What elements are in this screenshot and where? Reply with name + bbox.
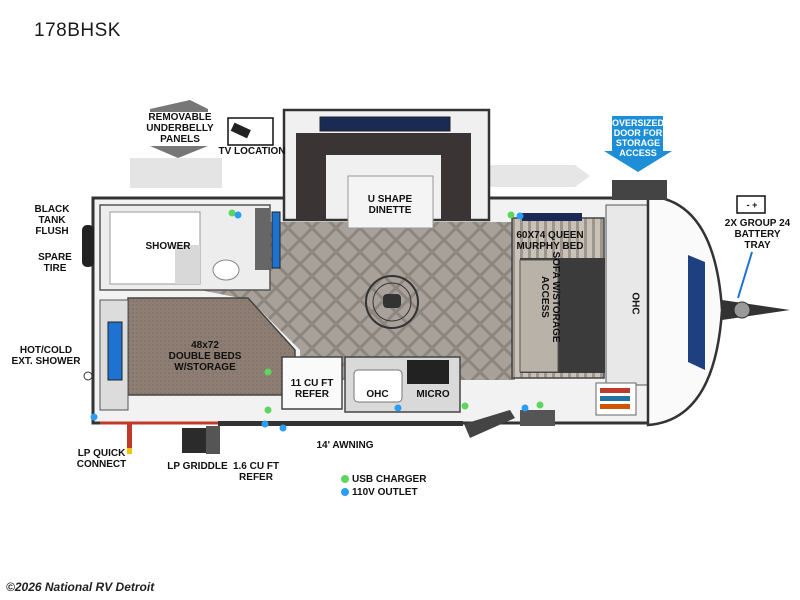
outlet-dot <box>394 404 402 412</box>
shelf-items-1 <box>600 388 630 393</box>
lp-quick-connect-icon <box>127 422 132 452</box>
spare-tire-icon <box>82 225 94 267</box>
front-ohc <box>605 204 652 386</box>
awning-bar <box>218 421 463 426</box>
legend-usb-dot <box>341 475 349 483</box>
cooktop-icon <box>407 360 449 384</box>
shelf-items-3 <box>600 404 630 409</box>
repeat-arrow-right <box>488 165 590 187</box>
label-tv-location: TV LOCATION <box>218 146 286 157</box>
shelf-items-2 <box>600 396 630 401</box>
label-refer-11: 11 CU FT REFER <box>290 378 334 400</box>
dinette-bench-right <box>441 133 471 221</box>
model-name: 178BHSK <box>34 20 121 41</box>
usb-charger-dot <box>507 211 515 219</box>
battery-icon <box>736 195 766 214</box>
outlet-dot <box>261 420 269 428</box>
label-lp-quick-connect: LP QUICK CONNECT <box>76 448 127 470</box>
storage-door <box>612 180 667 200</box>
label-oversized-door: OVERSIZED DOOR FOR STORAGE ACCESS <box>611 118 664 158</box>
entry-step <box>520 410 555 426</box>
murphy-window <box>522 213 582 221</box>
carpet-free-stamp-inner <box>372 282 412 322</box>
label-micro: MICRO <box>416 389 450 400</box>
label-ohc-front: OHC <box>629 292 641 315</box>
front-logo-graphic <box>688 255 705 370</box>
bath-vanity <box>255 208 270 270</box>
tongue-hitch <box>722 300 790 320</box>
bath-cabinet-blue <box>271 211 281 269</box>
lp-griddle-icon <box>182 428 206 453</box>
label-panels-repeat: PANELS REPEAT <box>229 166 270 188</box>
label-removable-underbelly: REMOVABLE UNDERBELLY PANELS <box>146 112 214 145</box>
toilet-icon <box>212 259 240 281</box>
outlet-dot <box>516 212 524 220</box>
floor-front <box>455 222 515 380</box>
legend-outlet-label: 110V OUTLET <box>352 487 418 498</box>
label-refer-16: 1.6 CU FT REFER <box>232 461 280 483</box>
legend-usb-label: USB CHARGER <box>352 474 427 485</box>
shower-pan-shading <box>175 245 200 284</box>
label-sofa-storage: SOFA W/STORAGE ACCESS <box>539 251 561 343</box>
dinette-bench-left <box>296 133 326 221</box>
dinette-bench-back <box>296 133 471 155</box>
tv-remote-icon <box>230 122 251 139</box>
refer-16-icon <box>206 426 220 454</box>
outlet-dot <box>521 404 529 412</box>
label-awning: 14' AWNING <box>316 440 374 451</box>
oversized-door-arrow <box>604 116 672 172</box>
label-hot-cold-shower: HOT/COLD EXT. SHOWER <box>11 345 81 367</box>
usb-charger-dot <box>264 368 272 376</box>
label-shower: SHOWER <box>145 241 191 252</box>
underbelly-arrow-band <box>150 109 208 112</box>
ext-shower-icon <box>83 371 93 381</box>
bed-cabinet-blue <box>107 321 123 381</box>
carpet-free-shoe-icon <box>383 294 401 308</box>
jack-icon <box>733 301 751 319</box>
sofa-cushion <box>519 259 559 373</box>
sink-icon <box>353 369 403 403</box>
label-lp-griddle: LP GRIDDLE <box>167 461 228 472</box>
label-u-shape-dinette: U SHAPE DINETTE <box>367 194 413 216</box>
outlet-dot <box>90 413 98 421</box>
battery-symbol: - + <box>746 200 758 210</box>
tv-location-box <box>227 117 274 146</box>
footer-copyright: ©2026 National RV Detroit <box>6 580 155 594</box>
usb-charger-dot <box>461 402 469 410</box>
front-cap <box>646 194 724 427</box>
usb-charger-dot <box>536 401 544 409</box>
entry-door-steps <box>464 410 515 438</box>
usb-charger-dot <box>264 406 272 414</box>
battery-pointer <box>737 251 753 299</box>
label-double-beds: 48x72 DOUBLE BEDS W/STORAGE <box>168 340 242 373</box>
carpet-free-stamp <box>365 275 419 329</box>
outlet-dot <box>234 211 242 219</box>
removable-underbelly-arrow-icon <box>150 100 208 158</box>
outlet-dot <box>279 424 287 432</box>
label-spare-tire: SPARE TIRE <box>38 252 72 274</box>
label-battery-tray: 2X GROUP 24 BATTERY TRAY <box>724 218 791 251</box>
panels-repeat-band <box>130 158 222 188</box>
dinette-window <box>319 116 451 132</box>
lp-quick-connect-cap <box>127 448 132 454</box>
dinette-table <box>347 175 434 229</box>
legend-outlet-dot <box>341 488 349 496</box>
label-ohc-kitchen: OHC <box>366 389 389 400</box>
label-black-tank-flush: BLACK TANK FLUSH <box>34 204 70 237</box>
refer-11 <box>281 356 343 410</box>
usb-charger-dot <box>228 209 236 217</box>
label-queen-murphy: 60X74 QUEEN MURPHY BED <box>516 230 584 252</box>
